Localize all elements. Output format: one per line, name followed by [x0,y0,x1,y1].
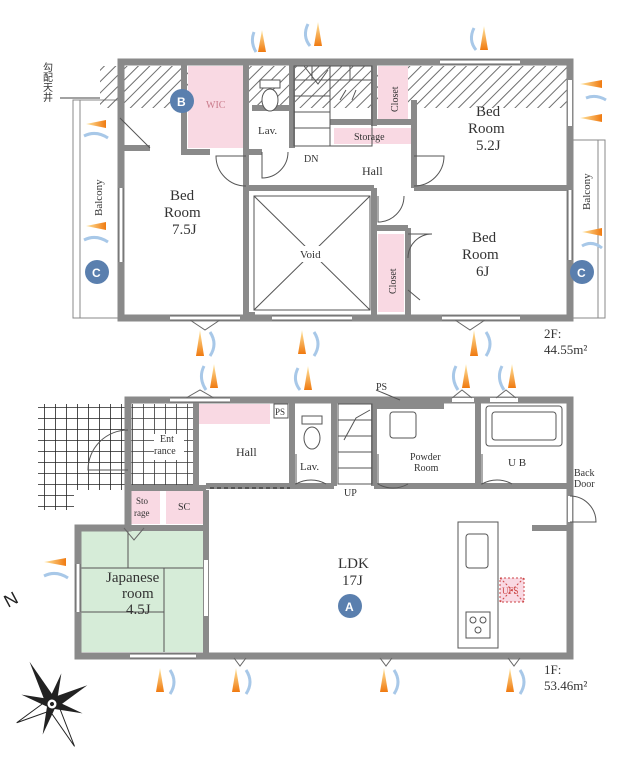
marker-c-right [570,260,594,284]
balcony-right-label: Balcony [581,173,593,210]
kitchen-counter [457,521,499,649]
closet-mid-label: Closet [388,268,399,294]
ufs-label: UFS [502,586,519,596]
bed-75-line3: 7.5J [172,222,197,238]
marker-c-left [85,260,109,284]
upper-stairs [293,65,373,147]
bed-75-line2: Room [164,205,201,221]
ceiling-note-label: 勾配天井 [41,61,53,103]
marker-a [338,594,362,618]
lower-stairs [337,403,373,485]
japanese-line2: room [122,586,154,602]
bed-6-line2: Room [462,247,499,263]
lav-label-1f: Lav. [300,461,319,473]
area-2f-line1: 2F: [544,326,561,341]
entrance-storage-pink [196,404,270,424]
bed-52-line1: Bed [476,104,501,120]
bed-75-line1: Bed [170,188,195,204]
area-1f-line1: 1F: [544,662,561,677]
lower-floor [38,389,597,667]
upper-toilet-icon [259,79,281,112]
balcony-left-label: Balcony [93,179,105,216]
wic-label: WIC [206,100,226,111]
ps-top-label: PS [376,382,387,393]
upper-floor [60,58,606,331]
compass-north-label: N [0,588,21,612]
ub-label: U B [508,457,526,469]
marker-c-right-label: C [577,266,586,280]
powder-line2: Room [414,463,439,474]
hall-label-1f: Hall [236,445,257,459]
back-door-line2: Door [574,479,595,490]
entrance-line2: rance [154,446,176,457]
void-label: Void [300,249,321,261]
porch-tiles [38,404,128,510]
lower-doors [87,389,597,523]
closet-mid-room [378,234,404,312]
back-door-line1: Back [574,468,595,479]
storage-room [334,128,412,144]
ldk-line2: 17J [342,573,363,589]
closet-top-label: Closet [390,86,401,112]
marker-b-label: B [177,95,186,109]
japanese-room-area [80,528,206,652]
japanese-line3: 4.5J [126,602,151,618]
storage-1f-line2: rage [134,508,150,518]
ldk-line1: LDK [338,556,369,572]
marker-a-label: A [345,600,354,614]
sc-room [166,490,204,524]
upper-doors [119,117,445,301]
sto-rage-room [128,490,160,524]
bed-52-line3: 5.2J [476,138,501,154]
upper-labels: 勾配天井 WIC Lav. Closet Storage DN Hall Bed… [41,61,594,357]
storage-label: Storage [354,132,385,143]
marker-c-left-label: C [92,266,101,280]
bed-6-line3: 6J [476,264,490,280]
wic-room [188,66,246,148]
entrance-line1: Ent [160,434,174,445]
lower-interior-walls [125,400,570,656]
bed-52-line2: Room [468,121,505,137]
dn-label: DN [304,154,318,165]
compass-rose [16,661,88,747]
lower-labels: Ent rance Hall PS PS Lav. UP Powder Room… [106,382,595,693]
light-indicators [43,22,607,695]
marker-b [170,89,194,113]
area-2f-line2: 44.55m² [544,342,587,357]
hall-label-2f: Hall [362,164,383,178]
powder-line1: Powder [410,452,441,463]
bed-6-line1: Bed [472,230,497,246]
up-label: UP [344,488,357,499]
area-1f-line2: 53.46m² [544,678,587,693]
closet-top-room [378,66,408,122]
japanese-line1: Japanese [106,570,160,586]
storage-1f-line1: Sto [136,496,149,506]
lav-label-2f: Lav. [258,125,277,137]
ps-small-label: PS [275,407,285,417]
upper-windows [119,60,572,320]
sc-label: SC [178,502,191,513]
photo-markers: B C C A [85,89,594,618]
